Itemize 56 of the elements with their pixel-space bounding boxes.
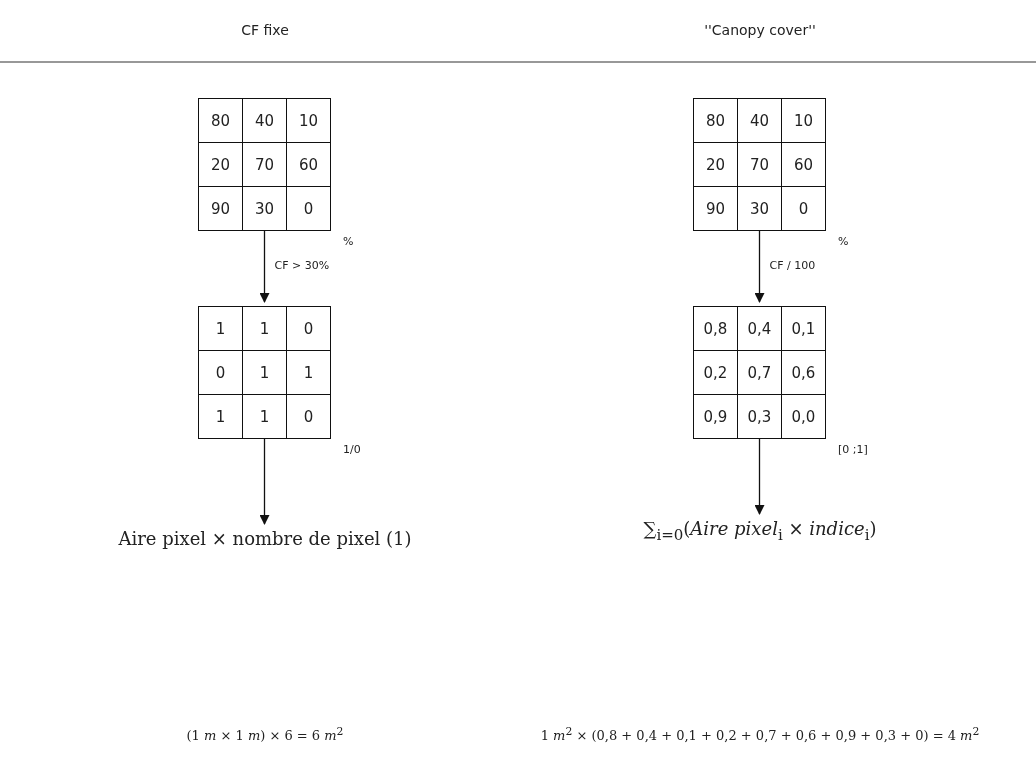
unit-label: 1/0	[343, 443, 361, 456]
grid-cell: 70	[737, 142, 782, 187]
grid-cell: 0,6	[781, 350, 826, 395]
grid-cell: 60	[781, 142, 826, 187]
column-heading: ''Canopy cover''	[704, 22, 816, 38]
value-grid	[693, 98, 826, 231]
grid-cell: 0,9	[693, 394, 738, 439]
arrow	[754, 230, 765, 303]
unit-label: %	[838, 235, 849, 248]
edge-label: CF > 30%	[274, 258, 330, 272]
grid-cell: 20	[693, 142, 738, 187]
grid-cell: 0	[286, 394, 331, 439]
grid-cell: 1	[286, 350, 331, 395]
grid-cell: 0,1	[781, 306, 826, 351]
arrow	[259, 230, 270, 303]
grid-cell: 40	[242, 98, 287, 143]
grid-cell: 60	[286, 142, 331, 187]
grid-cell: 1	[242, 394, 287, 439]
grid-cell: 10	[781, 98, 826, 143]
value-grid	[198, 98, 331, 231]
grid-cell: 40	[737, 98, 782, 143]
grid-cell: 0	[781, 186, 826, 231]
grid-cell: 90	[693, 186, 738, 231]
grid-cell: 0,2	[693, 350, 738, 395]
grid-cell: 0,3	[737, 394, 782, 439]
grid-cell: 0,8	[693, 306, 738, 351]
grid-cell: 1	[198, 394, 243, 439]
arrow	[754, 438, 765, 515]
grid-cell: 80	[693, 98, 738, 143]
arrow	[259, 438, 270, 525]
grid-cell: 1	[198, 306, 243, 351]
grid-cell: 30	[737, 186, 782, 231]
grid-cell: 1	[242, 350, 287, 395]
unit-label: [0 ;1]	[838, 443, 868, 456]
value-grid	[693, 306, 826, 439]
column-heading: CF fixe	[241, 22, 289, 38]
grid-cell: 10	[286, 98, 331, 143]
grid-cell: 0,0	[781, 394, 826, 439]
edge-label: CF / 100	[769, 258, 816, 272]
grid-cell: 0	[286, 306, 331, 351]
grid-cell: 20	[198, 142, 243, 187]
formula-text: ∑$_{i=0}$(Aire pixel$_{i}$ × indice$_{i}$)	[643, 518, 877, 544]
grid-cell: 80	[198, 98, 243, 143]
grid-cell: 70	[242, 142, 287, 187]
grid-cell: 0,7	[737, 350, 782, 395]
grid-cell: 0	[286, 186, 331, 231]
grid-cell: 0	[198, 350, 243, 395]
grid-cell: 30	[242, 186, 287, 231]
calculation-text: 1 m$^{2}$ × (0,8 + 0,4 + 0,1 + 0,2 + 0,7 + 0,6 + 0,9 + 0,3 + 0) = 4 m$^{2}$	[540, 725, 980, 744]
grid-cell: 1	[242, 306, 287, 351]
grid-cell: 90	[198, 186, 243, 231]
grid-cell: 0,4	[737, 306, 782, 351]
formula-text: Aire pixel × nombre de pixel (1)	[118, 528, 412, 549]
value-grid	[198, 306, 331, 439]
calculation-text: (1 m × 1 m) × 6 = 6 m$^{2}$	[186, 725, 344, 744]
unit-label: %	[343, 235, 354, 248]
